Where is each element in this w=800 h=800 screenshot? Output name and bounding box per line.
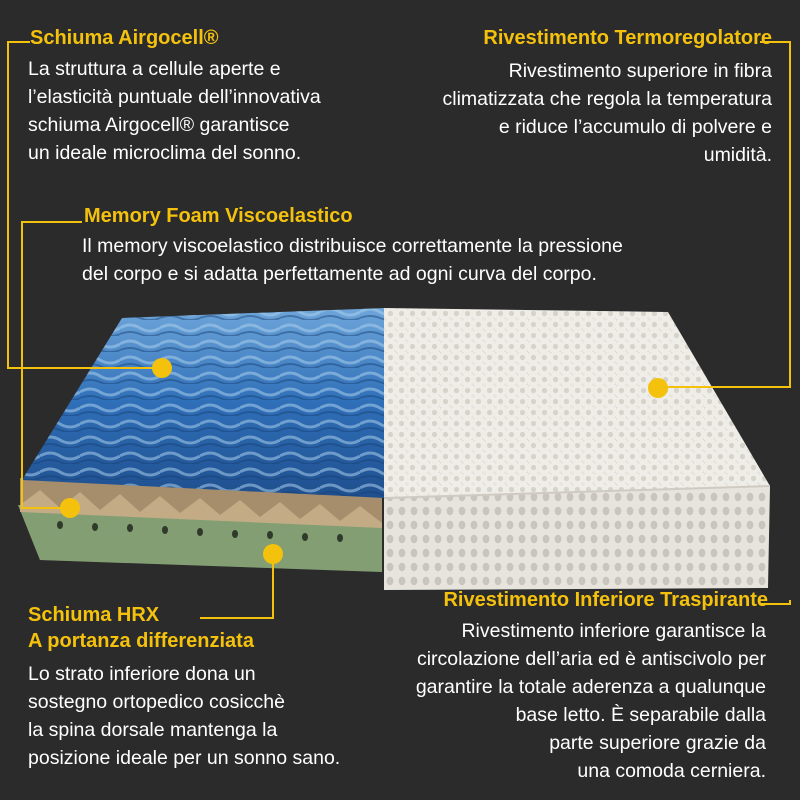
text-line: sostegno ortopedico cosicchè bbox=[28, 691, 285, 713]
dot-airgocell bbox=[152, 358, 172, 378]
termoregolatore-description: Rivestimento superiore in fibra climatiz… bbox=[443, 57, 773, 169]
hrx-title-line: A portanza differenziata bbox=[28, 630, 254, 652]
hrx-title: Schiuma HRX A portanza differenziata bbox=[28, 602, 254, 654]
text-line: Lo strato inferiore dona un bbox=[28, 663, 256, 685]
hrx-holes bbox=[57, 521, 343, 542]
text-line: del corpo e si adatta perfettamente ad o… bbox=[82, 263, 597, 285]
text-line: climatizzata che regola la temperatura bbox=[442, 88, 773, 110]
text-line: circolazione dell’aria ed è antiscivolo … bbox=[416, 648, 766, 670]
leader-lines bbox=[7, 41, 791, 619]
dot-hrx bbox=[263, 544, 283, 564]
dot-termoregolatore bbox=[648, 378, 668, 398]
text-line: l’elasticità puntuale dell’innovativa bbox=[28, 86, 321, 108]
airgocell-description: La struttura a cellule aperte e l’elasti… bbox=[28, 55, 321, 167]
inferiore-description: Rivestimento inferiore garantisce la cir… bbox=[416, 617, 766, 785]
text-line: la spina dorsale mantenga la bbox=[28, 719, 278, 741]
cover-side bbox=[384, 486, 770, 590]
text-line: e riduce l’accumulo di polvere e bbox=[498, 116, 772, 138]
termoregolatore-title: Rivestimento Termoregolatore bbox=[483, 27, 772, 49]
dot-memory bbox=[60, 498, 80, 518]
text-line: La struttura a cellule aperte e bbox=[28, 58, 281, 80]
airgocell-title: Schiuma Airgocell® bbox=[30, 27, 219, 49]
leader-termoregolatore bbox=[658, 41, 791, 388]
callout-dots bbox=[60, 358, 668, 564]
text-line: garantire la totale aderenza a qualunque bbox=[415, 676, 766, 698]
text-line: una comoda cerniera. bbox=[577, 760, 766, 782]
text-line: Rivestimento superiore in fibra bbox=[508, 60, 772, 82]
text-line: base letto. È separabile dalla bbox=[515, 704, 766, 726]
text-line: posizione ideale per un sonno sano. bbox=[28, 747, 341, 769]
leader-airgocell bbox=[7, 41, 160, 369]
text-line: Il memory viscoelastico distribuisce cor… bbox=[82, 235, 623, 257]
leader-memory bbox=[21, 221, 82, 509]
hrx-title-line: Schiuma HRX bbox=[28, 604, 160, 626]
leader-hrx bbox=[200, 555, 274, 619]
memory-title: Memory Foam Viscoelastico bbox=[84, 205, 353, 227]
leader-inferiore bbox=[760, 600, 791, 605]
memory-description: Il memory viscoelastico distribuisce cor… bbox=[82, 232, 623, 288]
inferiore-title: Rivestimento Inferiore Traspirante bbox=[443, 589, 768, 611]
text-line: schiuma Airgocell® garantisce bbox=[28, 114, 290, 136]
text-line: un ideale microclima del sonno. bbox=[28, 142, 302, 164]
hrx-description: Lo strato inferiore dona un sostegno ort… bbox=[28, 660, 340, 772]
cover-top bbox=[384, 308, 770, 498]
text-line: parte superiore grazie da bbox=[549, 732, 766, 754]
text-line: Rivestimento inferiore garantisce la bbox=[461, 620, 766, 642]
text-line: umidità. bbox=[703, 144, 772, 166]
